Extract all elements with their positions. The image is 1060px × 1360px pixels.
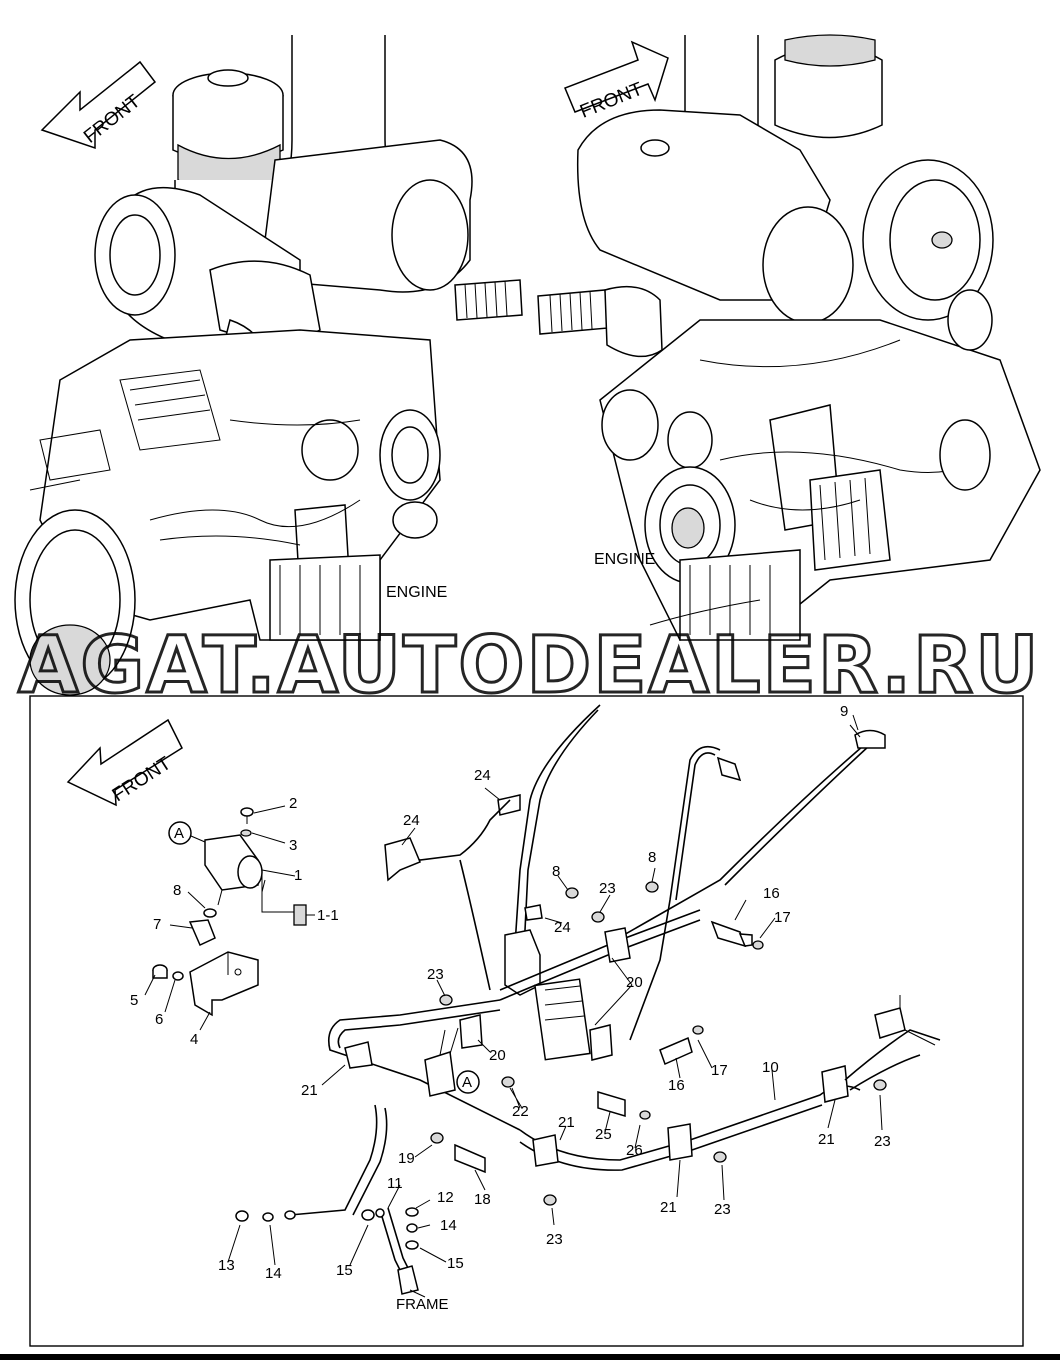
part-number: 20 xyxy=(489,1047,506,1064)
part-number: 3 xyxy=(289,837,297,854)
part-number: 23 xyxy=(546,1231,563,1248)
part-number: 12 xyxy=(437,1189,454,1206)
part-number: 6 xyxy=(155,1011,163,1028)
detail-view: FRONT A xyxy=(66,703,941,1313)
part-number: 21 xyxy=(558,1114,575,1131)
part-number: 15 xyxy=(447,1255,464,1272)
part-number: 21 xyxy=(660,1199,677,1216)
part-number: 23 xyxy=(714,1201,731,1218)
part-number: 20 xyxy=(626,974,643,991)
part-number: 8 xyxy=(173,882,181,899)
part-number: 22 xyxy=(512,1103,529,1120)
part-number: 10 xyxy=(762,1059,779,1076)
part-number: 24 xyxy=(554,919,571,936)
part-number: 2 xyxy=(289,795,297,812)
part-number: 16 xyxy=(763,885,780,902)
part-number: 18 xyxy=(474,1191,491,1208)
part-number: 23 xyxy=(599,880,616,897)
part-number: 21 xyxy=(301,1082,318,1099)
engine-right-view: FRONT ENGINE xyxy=(537,34,1041,641)
frame-label: FRAME xyxy=(396,1296,449,1313)
part-number: 17 xyxy=(774,909,791,926)
part-number: 8 xyxy=(648,849,656,866)
bottom-rule xyxy=(0,1354,1060,1360)
part-number: 21 xyxy=(818,1131,835,1148)
part-number: 26 xyxy=(626,1142,643,1159)
part-number: 15 xyxy=(336,1262,353,1279)
callout-a: A xyxy=(174,825,184,842)
front-arrow-detail: FRONT xyxy=(66,718,183,807)
part-number: 23 xyxy=(874,1133,891,1150)
part-number: 17 xyxy=(711,1062,728,1079)
watermark: AGAT.AUTODEALER.RU xyxy=(18,621,1040,711)
part-number: 5 xyxy=(130,992,138,1009)
part-number: 8 xyxy=(552,863,560,880)
part-number: 11 xyxy=(387,1175,403,1192)
part-number: 9 xyxy=(840,703,848,720)
part-number: 1-1 xyxy=(317,907,339,924)
part-number: 14 xyxy=(440,1217,457,1234)
part-number: 25 xyxy=(595,1126,612,1143)
engine-label: ENGINE xyxy=(386,584,447,601)
detail-frame xyxy=(29,695,1024,1347)
part-number: 19 xyxy=(398,1150,415,1167)
part-number: 4 xyxy=(190,1031,198,1048)
front-arrow-left: FRONT xyxy=(40,60,157,150)
part-number: 23 xyxy=(427,966,444,983)
part-number: 16 xyxy=(668,1077,685,1094)
engine-left-view: FRONT ENGINE xyxy=(14,35,523,696)
engine-label: ENGINE xyxy=(594,551,655,568)
callout-a: A xyxy=(462,1074,472,1091)
part-number: 14 xyxy=(265,1265,282,1282)
part-number: 7 xyxy=(153,916,161,933)
part-number: 13 xyxy=(218,1257,235,1274)
part-number: 1 xyxy=(294,867,302,884)
part-number: 24 xyxy=(403,812,420,829)
part-number: 24 xyxy=(474,767,491,784)
